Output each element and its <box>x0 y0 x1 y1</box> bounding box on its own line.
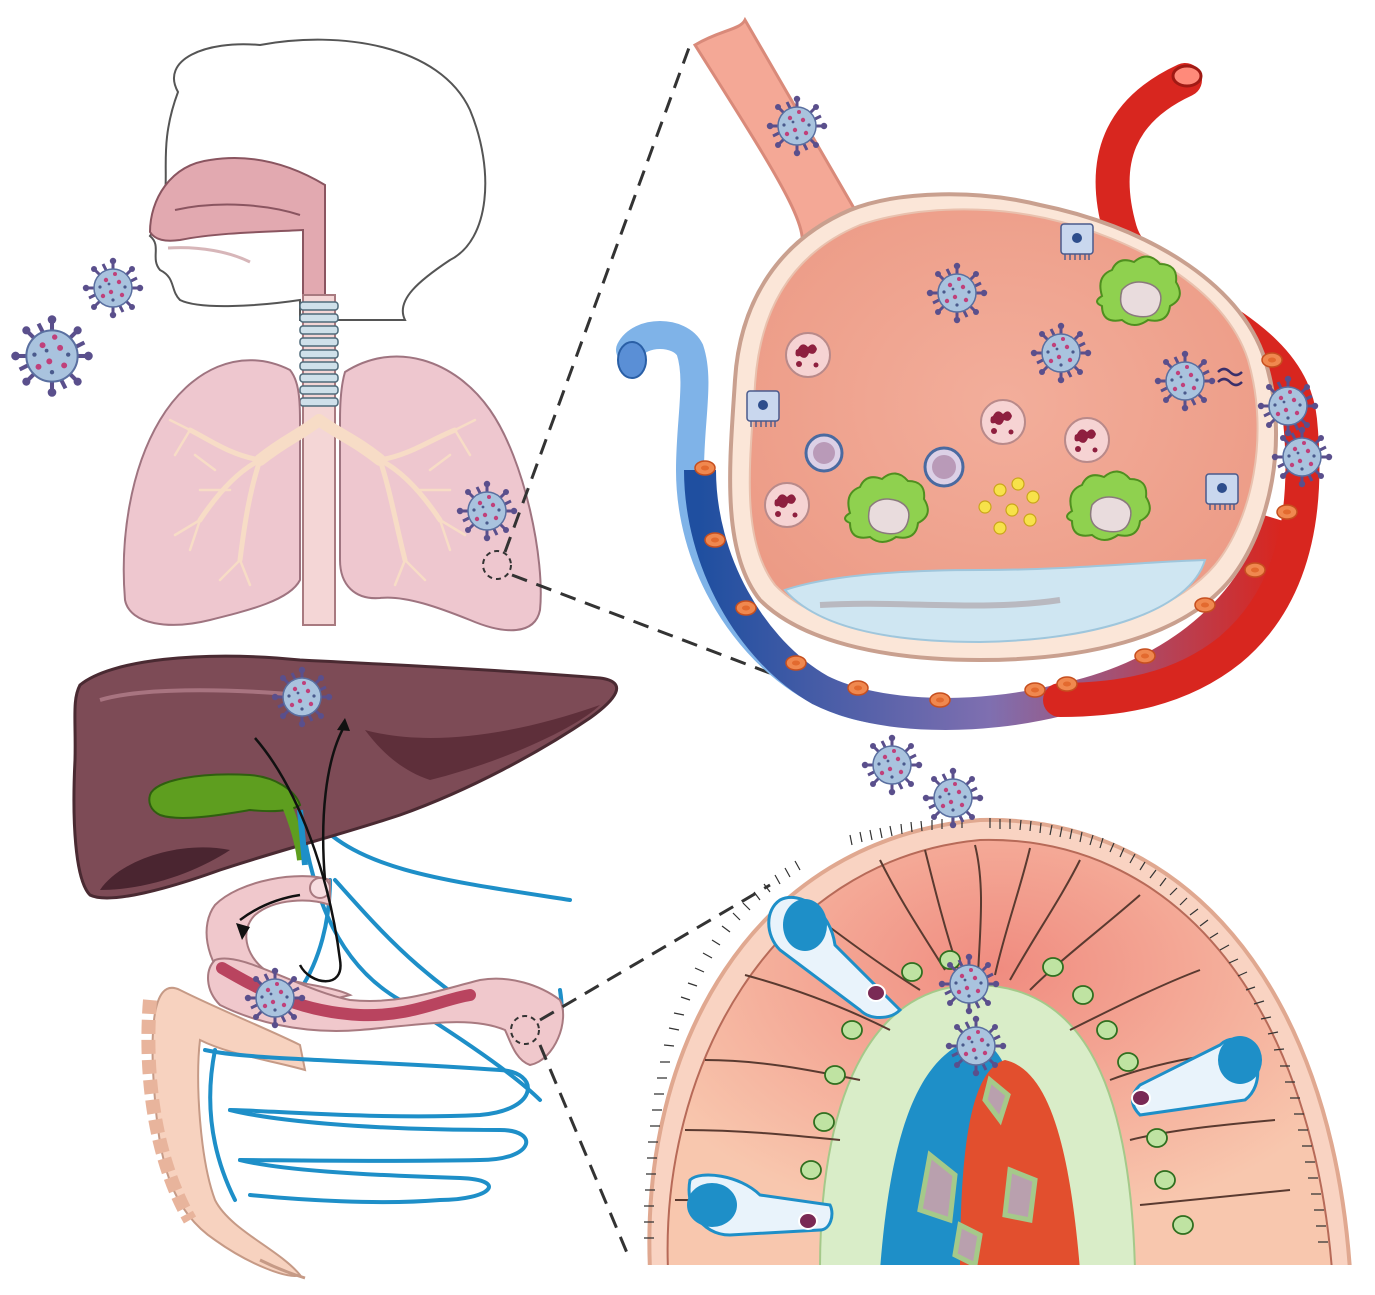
head-and-lungs-panel <box>124 40 541 631</box>
virus-icon <box>862 735 922 795</box>
artery-opening <box>1173 66 1201 86</box>
neutrophil <box>981 400 1025 444</box>
pneumocyte <box>1206 474 1238 510</box>
right-lung <box>124 360 300 625</box>
trachea-rings <box>300 302 338 406</box>
intestinal-villus-panel <box>644 818 1350 1270</box>
virus-icon <box>1272 427 1332 487</box>
pneumocyte <box>1061 224 1093 260</box>
pneumocyte <box>747 391 779 427</box>
lymphocyte <box>806 435 842 471</box>
lymphocyte <box>925 448 963 486</box>
left-lung <box>340 357 541 631</box>
digestive-panel <box>74 656 617 1278</box>
vein-opening <box>618 342 646 378</box>
neutrophil <box>1065 418 1109 462</box>
neutrophil <box>765 483 809 527</box>
colon <box>153 988 305 1276</box>
virus-icon <box>83 258 143 318</box>
virus-icon <box>11 315 93 397</box>
neutrophil <box>786 333 830 377</box>
